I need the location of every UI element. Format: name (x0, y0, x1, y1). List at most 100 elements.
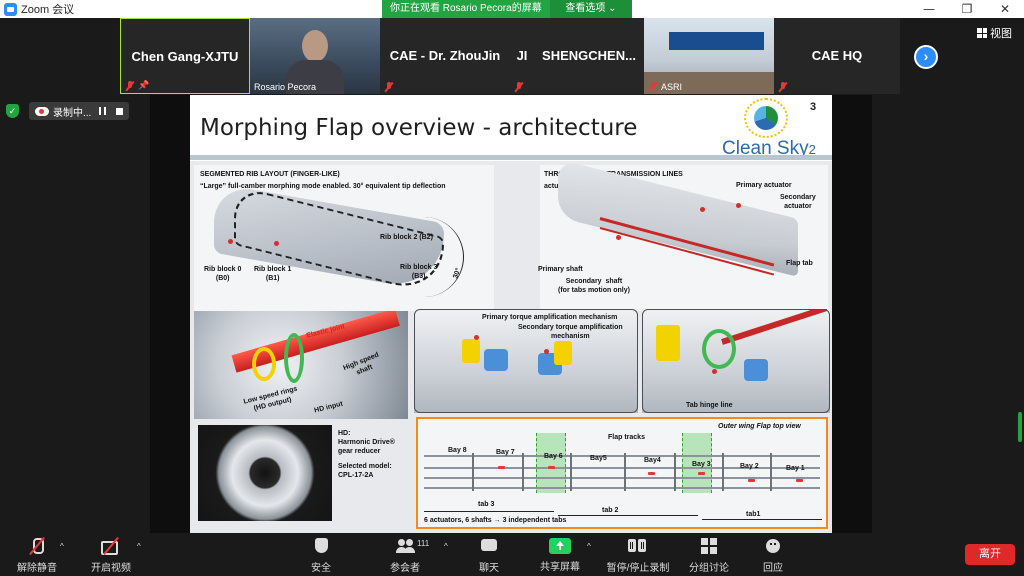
clean-sky-logo-text: Clean Sky2 (722, 138, 816, 159)
share-screen-label: 共享屏幕 (540, 562, 580, 573)
zoom-logo-icon (4, 2, 17, 16)
audio-options-caret[interactable]: ^ (60, 542, 64, 551)
title-bar: Zoom 会议 你正在观看 Rosario Pecora的屏幕 查看选项 ⌄ —… (0, 0, 1024, 18)
participants-options-caret[interactable]: ^ (444, 542, 448, 551)
window-title: Zoom 会议 (21, 4, 75, 16)
participant-status (778, 82, 791, 92)
video-options-caret[interactable]: ^ (137, 542, 141, 551)
participant-tile[interactable]: Rosario Pecora (250, 18, 380, 94)
slide-content: SEGMENTED RIB LAYOUT (FINGER-LIKE) “Larg… (190, 159, 832, 533)
mic-muted-icon (125, 80, 135, 91)
secondary-actuator-label: Secondary actuator (780, 194, 816, 210)
participant-name: CAE HQ (811, 48, 863, 63)
cloud-record-icon (35, 106, 49, 116)
start-video-button[interactable]: 开启视频 (76, 537, 146, 574)
participants-button[interactable]: 111 参会者 (370, 537, 440, 574)
side-indicator (1018, 412, 1022, 442)
maximize-button[interactable]: ❐ (961, 2, 973, 16)
reactions-button[interactable]: 回应 (738, 537, 808, 574)
participant-tile[interactable]: CAE HQ (774, 18, 900, 94)
torque-amplification-panel: Primary torque amplification mechanism S… (414, 309, 638, 413)
bay-label: Bay4 (644, 457, 661, 464)
participant-status (384, 82, 397, 92)
mic-muted-icon (514, 82, 524, 92)
participant-status: 📌 (125, 80, 149, 91)
share-options-caret[interactable]: ^ (587, 542, 591, 551)
stop-icon[interactable] (116, 107, 124, 115)
tab-hinge-panel: Tab hinge line (642, 309, 830, 413)
unmute-button[interactable]: 解除静音 (2, 537, 72, 574)
participant-name: Chen Gang-XJTU (131, 49, 239, 64)
next-page-button[interactable]: › (914, 45, 938, 69)
view-button[interactable]: 视图 (977, 25, 1012, 41)
participant-tile[interactable]: ASRI (644, 18, 774, 94)
minimize-button[interactable]: — (923, 2, 935, 16)
pause-stop-recording-button[interactable]: 暂停/停止录制 (603, 537, 673, 574)
harmonic-drive-render (194, 311, 408, 419)
rib-block-2-label: Rib block 2 (B2) (380, 234, 433, 241)
primary-torque-label: Primary torque amplification mechanism (482, 314, 618, 321)
pause-icon[interactable] (99, 107, 107, 115)
participant-name: SHENGCHEN... (542, 48, 636, 63)
pause-stop-recording-label: 暂停/停止录制 (606, 563, 670, 574)
shield-icon (311, 537, 331, 555)
flap-tracks-label: Flap tracks (608, 434, 645, 441)
app-title: Zoom 会议 (4, 1, 74, 17)
security-label: 安全 (311, 563, 331, 574)
pin-icon: 📌 (138, 80, 150, 90)
pause-stop-icon (628, 537, 648, 555)
leave-button[interactable]: 离开 (965, 544, 1015, 565)
participants-label: 参会者 (390, 563, 420, 574)
view-options-button[interactable]: 查看选项 ⌄ (550, 0, 632, 18)
participant-tile[interactable]: Chen Gang-XJTU 📌 (120, 18, 250, 94)
recording-label: 录制中... (53, 107, 92, 119)
primary-shaft-label: Primary shaft (538, 266, 583, 273)
bay-label: Bay 2 (740, 463, 759, 470)
rib-panel-subheading: “Large” full-camber morphing mode enable… (200, 183, 446, 190)
share-banner: 你正在观看 Rosario Pecora的屏幕 查看选项 ⌄ (382, 0, 632, 18)
rib-diagram (194, 165, 494, 311)
breakout-rooms-button[interactable]: 分组讨论 (674, 537, 744, 574)
participant-video (250, 18, 380, 94)
torque-mechanism-render (414, 309, 638, 413)
presentation-slide: Morphing Flap overview - architecture 3 … (190, 95, 832, 533)
slide-number: 3 (810, 101, 817, 113)
meeting-toolbar: 解除静音 ^ 开启视频 ^ 安全 111 参会者 ^ 聊天 共享屏幕 ^ 暂停/… (0, 533, 1024, 576)
grid-view-icon (977, 28, 987, 38)
bay-label: Bay 1 (786, 465, 805, 472)
reactions-label: 回应 (763, 563, 783, 574)
selected-model-label: Selected model: (338, 463, 392, 470)
tab-label: tab1 (746, 511, 761, 518)
emoji-icon (763, 537, 783, 555)
bay-label: Bay 6 (544, 453, 563, 460)
shield-check-icon[interactable]: ✓ (6, 104, 19, 118)
participant-gallery: Chen Gang-XJTU 📌 Rosario Pecora CAE - Dr… (120, 18, 900, 94)
breakout-rooms-icon (699, 537, 719, 555)
participant-tile[interactable]: JI (510, 18, 534, 94)
rib-block-3-label: Rib block 3 (B3) (400, 264, 438, 280)
chat-button[interactable]: 聊天 (454, 537, 524, 574)
breakout-rooms-label: 分组讨论 (689, 563, 729, 574)
bay-panel-title: Outer wing Flap top view (718, 423, 801, 430)
close-button[interactable]: ✕ (999, 2, 1011, 16)
participant-status: Rosario Pecora (254, 82, 316, 92)
security-button[interactable]: 安全 (286, 537, 356, 574)
hd-label: HD: (338, 430, 351, 437)
globe-icon (754, 106, 778, 130)
slide-divider (190, 155, 832, 160)
flap-track-zone (682, 433, 712, 493)
shaft-transmission-panel: THROUGH SHAFT TRANSMISSION LINES actuate… (538, 159, 828, 311)
start-video-label: 开启视频 (91, 563, 131, 574)
participant-tile[interactable]: CAE - Dr. ZhouJin (380, 18, 510, 94)
tab-label: tab 2 (602, 507, 619, 514)
participant-name: Rosario Pecora (254, 82, 317, 92)
clean-sky-logo: Clean Sky2 (722, 98, 832, 164)
participant-name: ASRI (661, 82, 683, 92)
bay-panel-footer: 6 actuators, 6 shafts → 3 independent ta… (424, 517, 567, 524)
rib-layout-panel: SEGMENTED RIB LAYOUT (FINGER-LIKE) “Larg… (194, 165, 494, 311)
participant-tile[interactable]: SHENGCHEN... (534, 18, 644, 94)
participants-icon: 111 (395, 537, 429, 555)
share-screen-button[interactable]: 共享屏幕 (525, 537, 595, 573)
rib-panel-heading: SEGMENTED RIB LAYOUT (FINGER-LIKE) (200, 171, 340, 178)
